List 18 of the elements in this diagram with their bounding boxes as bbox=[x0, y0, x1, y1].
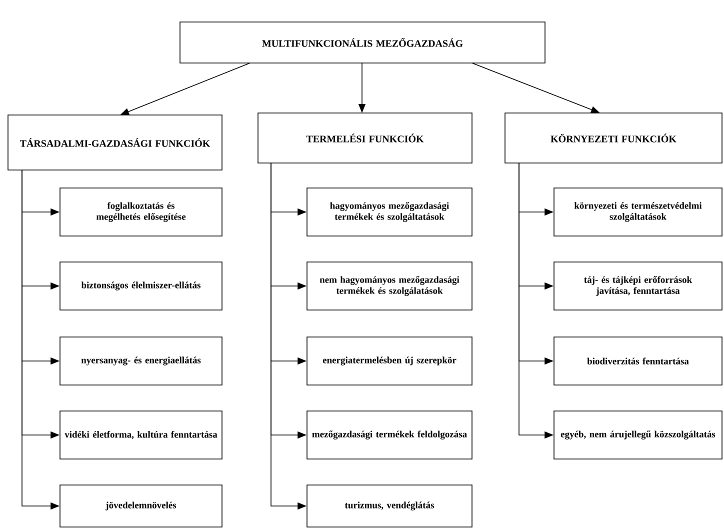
function-box: nyersanyag- és energiaellátás bbox=[60, 336, 222, 386]
function-box: jövedelemnövelés bbox=[60, 484, 222, 528]
function-box: energiatermelésben új szerepkör bbox=[306, 336, 472, 386]
function-box: környezeti és természetvédelmi szolgáltatások bbox=[554, 188, 722, 236]
function-box: vidéki életforma, kultúra fenntartása bbox=[60, 410, 222, 460]
function-box: biodiverzitás fenntartása bbox=[554, 336, 722, 386]
category-box: TERMELÉSI FUNKCIÓK bbox=[258, 112, 472, 164]
function-box: nem hagyományos mezőgazdasági termékek és szolgálatások bbox=[306, 262, 472, 310]
function-box: táj- és tájképi erőforrások javítása, fenntartása bbox=[554, 262, 722, 310]
function-box: mezőgazdasági termékek feldolgozása bbox=[306, 410, 472, 460]
function-box: hagyományos mezőgazdasági termékek és szolgáltatások bbox=[306, 188, 472, 236]
category-box: KÖRNYEZETI FUNKCIÓK bbox=[504, 112, 722, 164]
function-box: egyéb, nem árujellegű közszolgáltatás bbox=[554, 410, 722, 460]
function-box: foglalkoztatás és megélhetés elősegítése bbox=[60, 188, 222, 236]
function-box: turizmus, vendéglátás bbox=[306, 484, 472, 528]
category-box: TÁRSADALMI-GAZDASÁGI FUNKCIÓK bbox=[8, 114, 222, 170]
function-box: biztonságos élelmiszer-ellátás bbox=[60, 262, 222, 310]
title-box: MULTIFUNKCIONÁLIS MEZŐGAZDASÁG bbox=[180, 22, 546, 64]
